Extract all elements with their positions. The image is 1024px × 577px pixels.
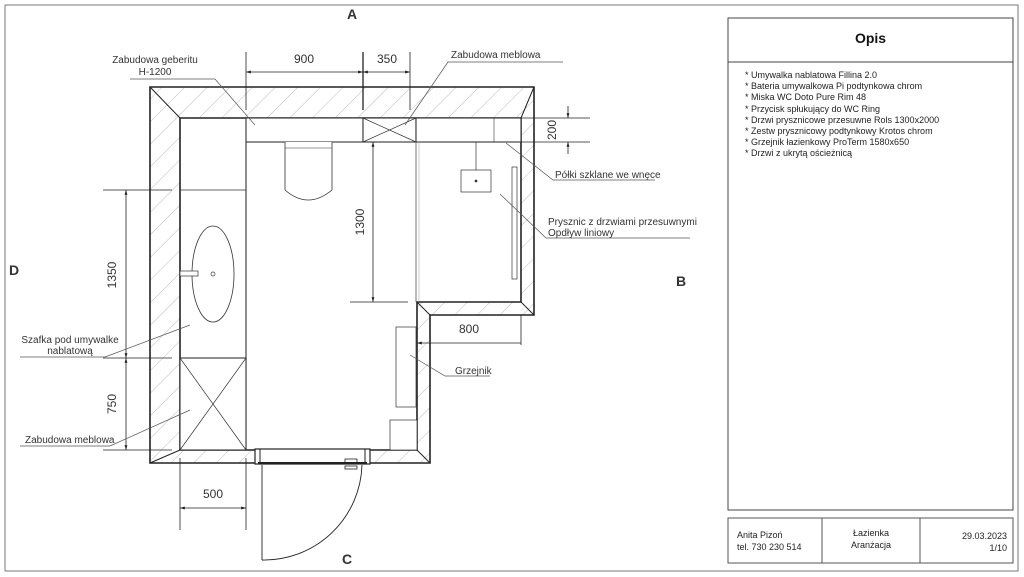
label-furniture-left: Zabudowa meblowa [25, 435, 115, 446]
author-name: Anita Pizoń [737, 530, 783, 540]
radiator [395, 326, 417, 408]
dim-350: 350 [377, 52, 397, 66]
view-label-c: C [342, 551, 352, 567]
dim-200: 200 [545, 120, 559, 140]
label-shelves: Półki szklane we wnęce [555, 170, 661, 181]
furniture-cabinet-top [362, 117, 417, 143]
furniture-cabinet-left [179, 357, 247, 451]
dim-1350: 1350 [105, 261, 119, 288]
drawing-date: 29.03.2023 [961, 531, 1007, 541]
wall-corners [149, 86, 535, 464]
page-frame [4, 4, 1019, 572]
wc-bowl [284, 142, 333, 201]
faucet [179, 270, 199, 277]
dim-800: 800 [459, 322, 479, 336]
drawing-subject: Aranżacja [850, 540, 892, 550]
label-cabinet-1: Szafka pod umywalke [21, 335, 119, 346]
label-radiator: Grzejnik [455, 366, 493, 377]
description-item: * Drzwi z ukrytą ościeżnicą [745, 148, 853, 159]
sheet-number: 1/10 [989, 543, 1007, 553]
description-item: * Zestw prysznicowy podtynkowy Krotos ch… [745, 126, 933, 137]
glass-shelves [415, 117, 522, 143]
description-item: * Grzejnik łazienkowy ProTerm 1580x650 [745, 137, 910, 148]
description-title: Opis [854, 30, 887, 46]
room-name: Łazienka [852, 528, 890, 538]
description-item: * Drzwi prysznicowe przesuwne Rols 1300x… [745, 114, 940, 125]
view-label-b: B [676, 273, 686, 289]
description-item: * Bateria umywalkowa Pi podtynkowa chrom [745, 81, 923, 92]
description-box [727, 17, 1014, 511]
drain-icon [210, 271, 216, 277]
description-item: * Przycisk spłukujący do WC Ring [745, 103, 881, 114]
dimension-lines [103, 52, 590, 530]
linear-drain [511, 166, 518, 280]
dim-500: 500 [203, 487, 223, 501]
leader-lines [20, 61, 690, 447]
author-phone: tel. 730 230 514 [737, 542, 802, 552]
shower-set [460, 142, 492, 193]
view-label-d: D [9, 262, 19, 278]
label-geberit-2: H-1200 [139, 67, 172, 78]
label-cabinet-2: nablatową [47, 346, 93, 357]
label-shower-1: Prysznic z drzwiami przesuwnymi [548, 217, 697, 228]
label-geberit-1: Zabudowa geberitu [112, 55, 198, 66]
label-furniture-top: Zabudowa meblowa [451, 50, 541, 61]
dim-900: 900 [294, 52, 314, 66]
box [389, 419, 418, 451]
description-item: * Miska WC Doto Pure Rim 48 [745, 92, 867, 103]
geberit-enclosure [245, 117, 364, 143]
label-shower-2: Opdływ liniowy [548, 228, 614, 239]
dim-750: 750 [105, 394, 119, 414]
view-label-a: A [347, 6, 357, 22]
door [254, 448, 371, 561]
description-item: * Umywalka nablatowa Fillina 2.0 [745, 70, 878, 80]
description-list: * Umywalka nablatowa Fillina 2.0 * Bater… [745, 70, 939, 160]
dim-1300: 1300 [353, 208, 367, 235]
title-block [727, 517, 1014, 564]
